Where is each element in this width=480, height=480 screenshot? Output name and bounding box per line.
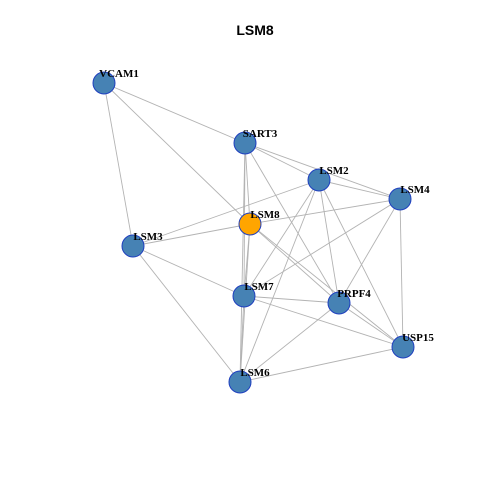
edge-lsm4-prpf4: [338, 198, 401, 304]
node-vcam1[interactable]: VCAM1: [92, 68, 139, 95]
node-circle[interactable]: [228, 370, 252, 394]
node-circle[interactable]: [232, 284, 256, 308]
edge-lsm6-usp15: [239, 346, 404, 383]
edge-lsm2-prpf4: [318, 179, 340, 304]
edge-lsm2-lsm3: [132, 179, 320, 247]
node-label: LSM3: [133, 231, 163, 243]
node-circle[interactable]: [238, 212, 262, 236]
edge-lsm2-lsm4: [318, 179, 401, 200]
node-usp15[interactable]: USP15: [391, 332, 434, 359]
edge-vcam1-lsm3: [103, 82, 134, 247]
node-label: SART3: [243, 128, 278, 140]
edge-sart3-prpf4: [244, 142, 340, 304]
node-lsm8[interactable]: LSM8: [238, 209, 280, 236]
edge-lsm3-lsm6: [132, 245, 241, 383]
edge-layer: [103, 82, 404, 383]
node-circle[interactable]: [307, 168, 331, 192]
node-circle[interactable]: [388, 187, 412, 211]
edge-lsm4-lsm8: [249, 198, 401, 225]
node-label: LSM7: [244, 281, 274, 293]
node-lsm4[interactable]: LSM4: [388, 184, 430, 211]
node-lsm7[interactable]: LSM7: [232, 281, 274, 308]
node-label: LSM8: [250, 209, 280, 221]
node-lsm2[interactable]: LSM2: [307, 165, 349, 192]
node-label: LSM2: [319, 165, 349, 177]
edge-lsm8-prpf4: [249, 223, 340, 304]
node-label: USP15: [402, 332, 434, 344]
node-circle[interactable]: [92, 71, 116, 95]
edge-lsm4-lsm7: [243, 198, 401, 297]
node-lsm6[interactable]: LSM6: [228, 367, 270, 394]
edge-lsm8-usp15: [249, 223, 404, 348]
edge-lsm7-usp15: [243, 295, 404, 348]
node-label: LSM6: [240, 367, 270, 379]
edge-lsm8-lsm3: [132, 223, 251, 247]
edge-prpf4-usp15: [338, 302, 404, 348]
node-layer: VCAM1SART3LSM2LSM4LSM8LSM3LSM7PRPF4USP15…: [92, 68, 434, 394]
edge-lsm7-prpf4: [243, 295, 340, 304]
diagram-title: LSM8: [236, 22, 274, 38]
edge-vcam1-lsm8: [103, 82, 251, 225]
node-circle[interactable]: [233, 131, 257, 155]
edge-sart3-lsm6: [239, 142, 246, 383]
node-label: VCAM1: [99, 68, 139, 80]
edge-sart3-lsm2: [244, 142, 320, 181]
node-lsm3[interactable]: LSM3: [121, 231, 163, 258]
node-circle[interactable]: [327, 291, 351, 315]
edge-lsm7-lsm6: [239, 295, 245, 383]
node-label: PRPF4: [337, 288, 371, 300]
edge-lsm4-usp15: [399, 198, 404, 348]
node-sart3[interactable]: SART3: [233, 128, 278, 155]
node-label: LSM4: [400, 184, 430, 196]
node-prpf4[interactable]: PRPF4: [327, 288, 371, 315]
edge-lsm2-lsm6: [239, 179, 320, 383]
edge-sart3-lsm8: [244, 142, 251, 225]
edge-vcam1-sart3: [103, 82, 246, 144]
edge-prpf4-lsm6: [239, 302, 340, 383]
edge-lsm3-lsm7: [132, 245, 245, 297]
node-circle[interactable]: [121, 234, 145, 258]
edge-lsm2-lsm7: [243, 179, 320, 297]
node-circle[interactable]: [391, 335, 415, 359]
edge-lsm2-usp15: [318, 179, 404, 348]
